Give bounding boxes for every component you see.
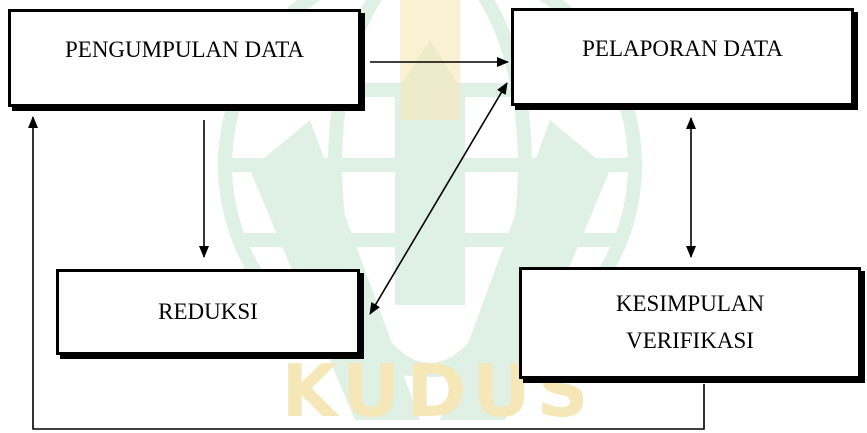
node-kesimpulan-verifikasi: KESIMPULAN VERIFIKASI [519, 267, 861, 379]
node-label: PENGUMPULAN DATA [64, 37, 305, 62]
node-label-line2: VERIFIKASI [626, 328, 754, 353]
arrow-reduksi-pelaporan [369, 82, 508, 315]
node-reduksi: REDUKSI [56, 269, 360, 355]
node-label: PELAPORAN DATA [582, 36, 783, 61]
node-label: REDUKSI [158, 298, 258, 324]
node-pelaporan-data: PELAPORAN DATA [511, 8, 854, 106]
arrow-kesimpulan-to-pengumpulan [28, 116, 705, 430]
node-label-line1: KESIMPULAN [615, 291, 765, 317]
node-pengumpulan-data: PENGUMPULAN DATA [8, 9, 361, 107]
